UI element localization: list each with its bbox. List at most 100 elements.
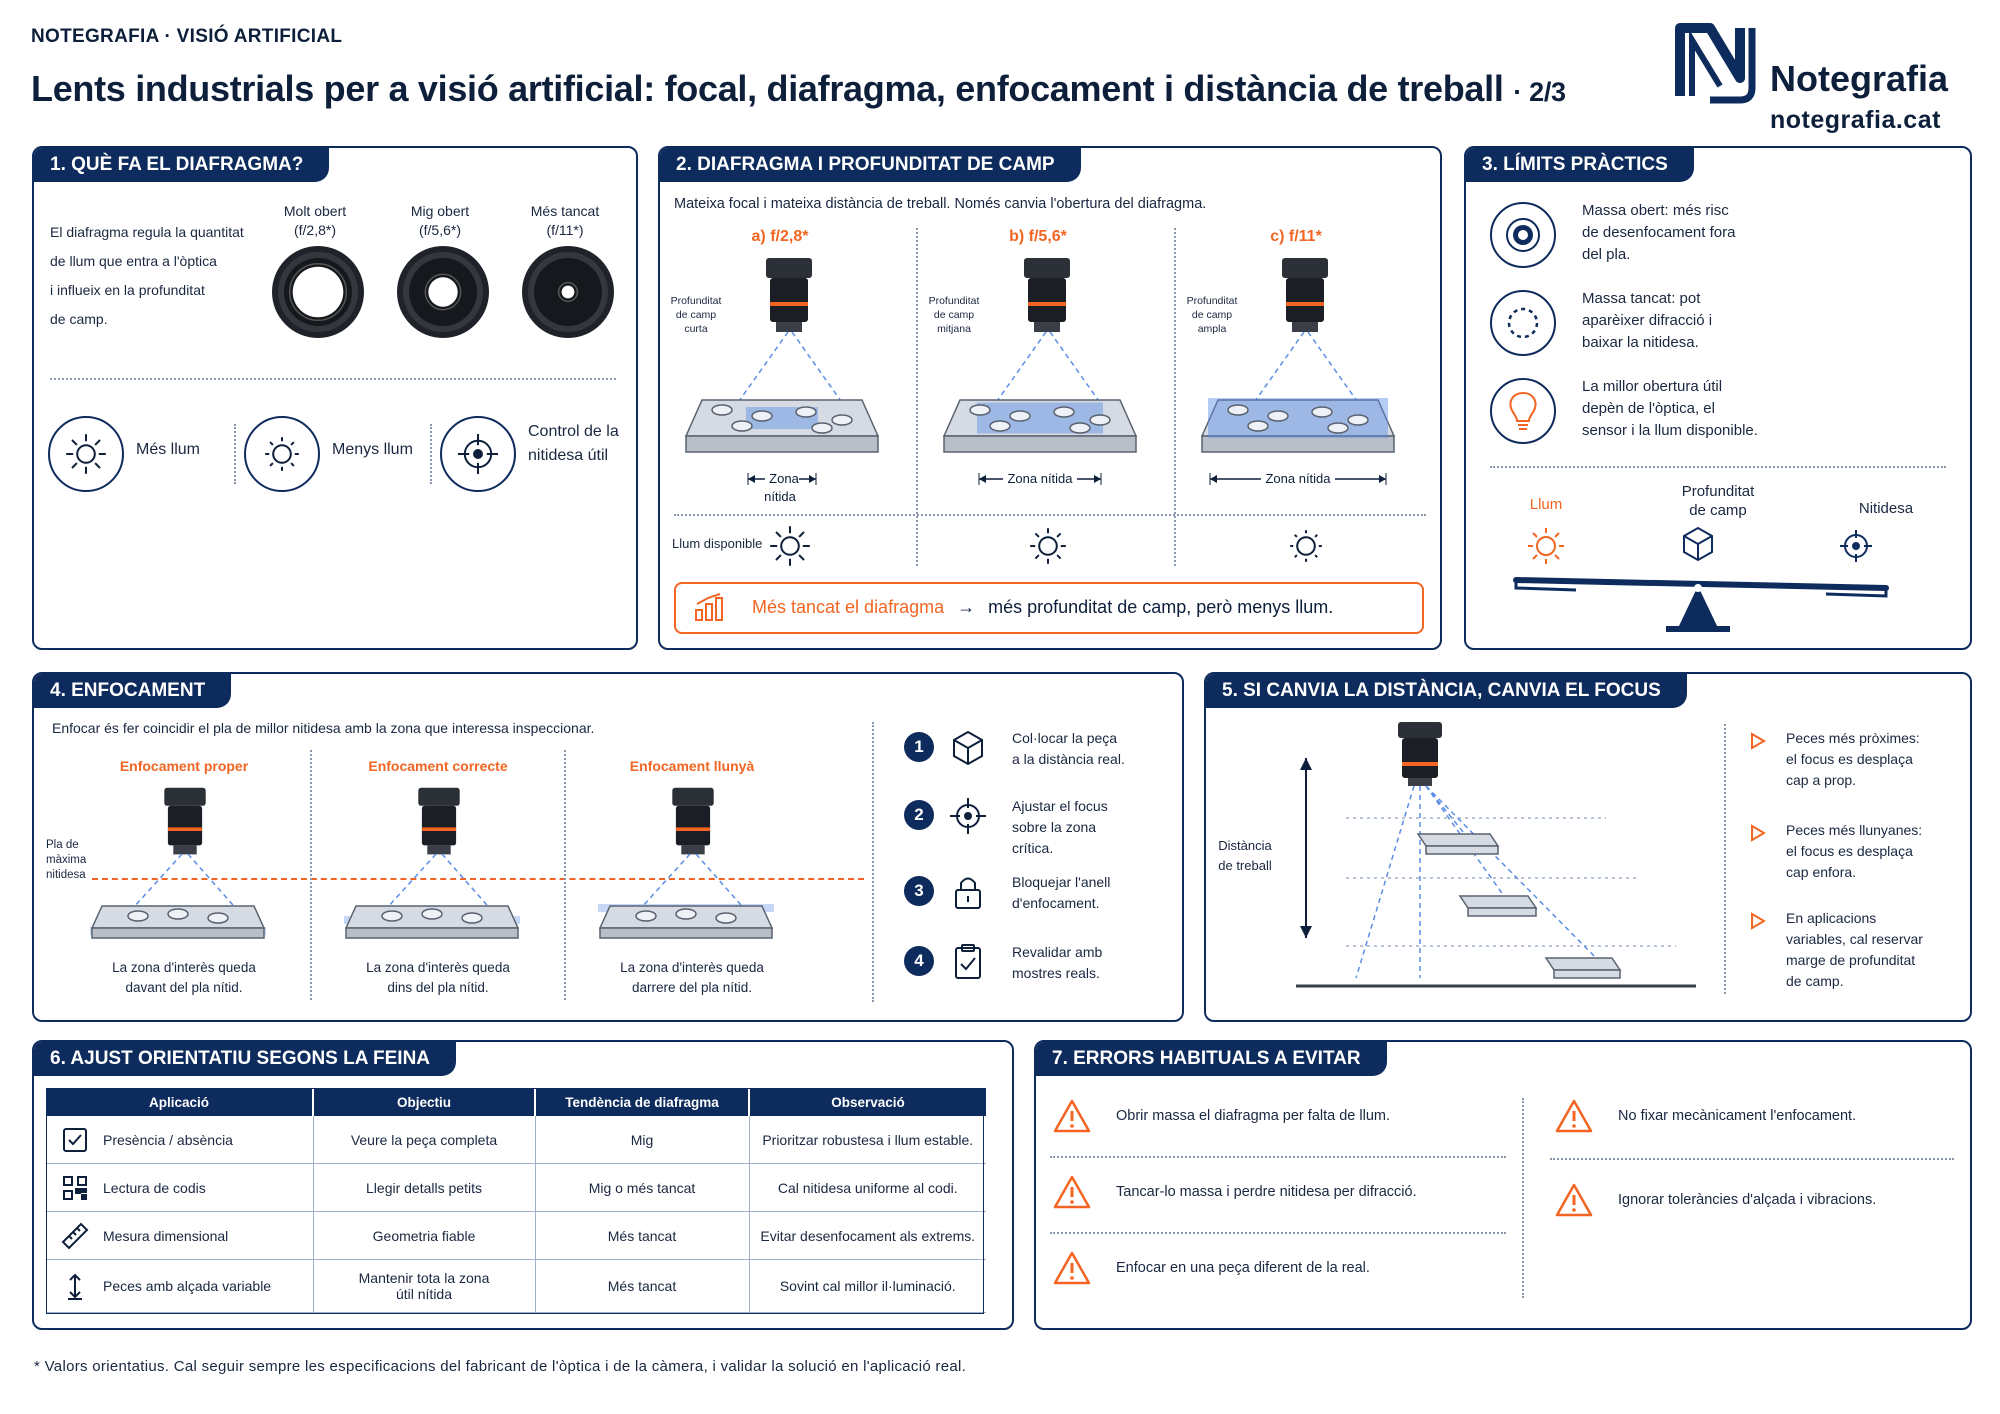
qr-code-icon [63,1175,87,1200]
intro-line: El diafragma regula la quantitat [50,224,244,240]
cell-tendency: Mig o més tancat [535,1163,750,1212]
bullet-text-line: el focus es desplaça [1786,843,1913,859]
play-triangle-icon [1750,824,1766,842]
focus-case-label: Enfocament llunyà [629,758,755,774]
cell-observation: Evitar desenfocament als extrems. [749,1211,986,1260]
goal-line: Geometria fiable [372,1227,476,1244]
sharp-plane-line [92,878,864,880]
warning-icon [1053,1175,1091,1209]
warning-icon-wrap [1554,1098,1594,1134]
step-text-line: mostres reals. [1012,965,1100,981]
caption-line: dins del pla nítid. [387,980,489,995]
camera-wrap [417,786,462,858]
dof-label-line: de camp [1191,309,1233,321]
cell-observation: Prioritzar robustesa i llum estable. [749,1116,986,1164]
intro-text: Mateixa focal i mateixa distància de tre… [674,196,1207,212]
column-header: Aplicació [46,1088,314,1116]
camera-wrap [163,786,208,858]
warning-icon [1053,1099,1091,1133]
step-text-line: Ajustar el focus [1012,798,1108,814]
sun-icon [770,526,810,566]
divider [1550,1158,1954,1160]
panel-distance-focus: 5. SI CANVIA LA DISTÀNCIA, CANVIA EL FOC… [1204,672,1972,1022]
summary-text: Més tancat el diafragma → més profundita… [752,597,1333,618]
step-text-line: d'enfocament. [1012,895,1100,911]
divider [1724,724,1726,994]
distance-bullet-text: Peces més llunyanes: el focus es desplaça… [1786,820,1966,883]
step-text-line: sobre la zona [1012,819,1097,835]
bullet-text-line: En aplicacions [1786,910,1877,926]
panel-title: 6. AJUST ORIENTATIU SEGONS LA FEINA [34,1042,457,1076]
cell-goal: Veure la peça completa [313,1116,536,1164]
divider [50,378,616,380]
plane-label-line: màxima [46,854,87,866]
warning-icon-wrap [1052,1098,1092,1134]
brand-url[interactable]: notegrafia.cat [1770,106,1941,134]
limit-text-line: baixar la nitidesa. [1582,334,1699,351]
balance-dof-line: Profunditat [1681,483,1755,500]
focus-case-label: Enfocament correcte [368,758,508,774]
camera-icon [1398,722,1442,786]
table-row: Presència / absència Veure la peça comple… [46,1116,986,1164]
effect-icon-wrap [440,416,516,492]
error-text: Obrir massa el diafragma per falta de ll… [1116,1108,1390,1124]
error-text: No fixar mecànicament l'enfocament. [1618,1108,1857,1124]
sun-icon [1030,528,1066,564]
divider [1522,1098,1524,1298]
workpiece-wrap [342,892,522,962]
workpiece-plate [942,399,1138,453]
bullet-text-line: Peces més llunyanes: [1786,822,1923,838]
cell-goal: Geometria fiable [313,1211,536,1260]
application-text: Presència / absència [103,1131,233,1148]
cell-application: Mesura dimensional [46,1211,314,1260]
sharp-zone-label: Zona nítida [746,470,818,506]
limit-text-line: La millor obertura útil [1582,378,1723,395]
panel-job-settings: 6. AJUST ORIENTATIU SEGONS LA FEINA Apli… [32,1040,1014,1330]
dof-label-line: Profunditat [1186,295,1238,307]
divider [916,228,918,566]
kicker: NOTEGRAFIA · VISIÓ ARTIFICIAL [31,26,343,47]
divider [872,722,874,1002]
bar-chart-icon [695,593,723,621]
warning-icon [1555,1099,1593,1133]
title-text: Lents industrials per a visió artificial… [31,68,1504,109]
camera-icon [164,787,206,855]
bullet-text-line: variables, cal reservar [1786,931,1923,947]
application-text: Lectura de codis [103,1179,206,1196]
cell-observation: Cal nitidesa uniforme al codi. [749,1163,986,1212]
case-label: c) f/11* [1270,228,1322,245]
goal-line: Llegir detalls petits [366,1179,482,1196]
checkbox-icon [63,1127,87,1152]
column-header: Objectiu [313,1088,536,1116]
error-text: Ignorar toleràncies d'alçada i vibracion… [1618,1192,1877,1208]
workpiece-plate [684,399,880,453]
sharp-zone-label-text: Zona nítida [1003,471,1077,486]
notegrafia-logo-icon [1675,23,1756,104]
bullet-text-line: Peces més pròximes: [1786,730,1920,746]
camera-wrap [1280,256,1330,336]
cell-application: Lectura de codis [46,1163,314,1212]
effect-icon-wrap [48,416,124,492]
divider [564,750,566,1000]
aperture-fnumber: (f/11*) [546,222,584,238]
cube-icon [953,730,983,766]
aperture-name: Mig obert [410,203,470,219]
bullet-text-line: cap enfora. [1786,864,1857,880]
plane-label: Pla de màxima nitidesa [46,838,86,883]
step-text-line: a la distància real. [1012,751,1125,767]
distance-line: Distància [1218,838,1272,853]
step-icon-wrap [948,942,988,982]
light-icon-wrap [1026,524,1070,568]
goal-line: Veure la peça completa [350,1131,498,1148]
divider [310,750,312,1000]
aperture-name: Més tancat [530,203,600,219]
dof-label-line: mitjana [937,323,971,335]
divider [1050,1232,1506,1234]
bullet-text-line: cap a prop. [1786,772,1857,788]
sharp-zone-marker: Zona nítida [746,470,818,504]
step-text-line: crítica. [1012,840,1054,856]
